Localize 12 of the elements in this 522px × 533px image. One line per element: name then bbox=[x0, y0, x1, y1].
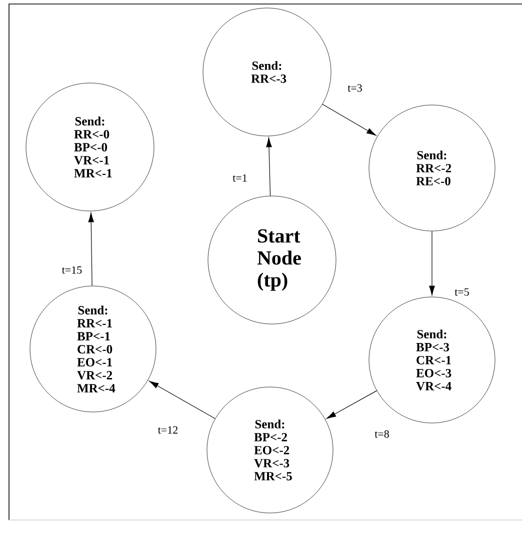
arrow bbox=[88, 212, 94, 286]
arrow bbox=[322, 104, 376, 136]
edge-label: t=12 bbox=[156, 425, 180, 435]
arrow bbox=[149, 380, 216, 419]
edge-label: t=3 bbox=[346, 83, 364, 93]
edge-label: t=5 bbox=[454, 287, 470, 297]
edge-label: t=1 bbox=[232, 173, 248, 183]
arrow bbox=[266, 138, 272, 196]
edge-label: t=8 bbox=[374, 429, 390, 439]
edge-label: t=15 bbox=[60, 265, 84, 275]
arrow bbox=[429, 230, 435, 296]
arrow bbox=[326, 390, 378, 419]
